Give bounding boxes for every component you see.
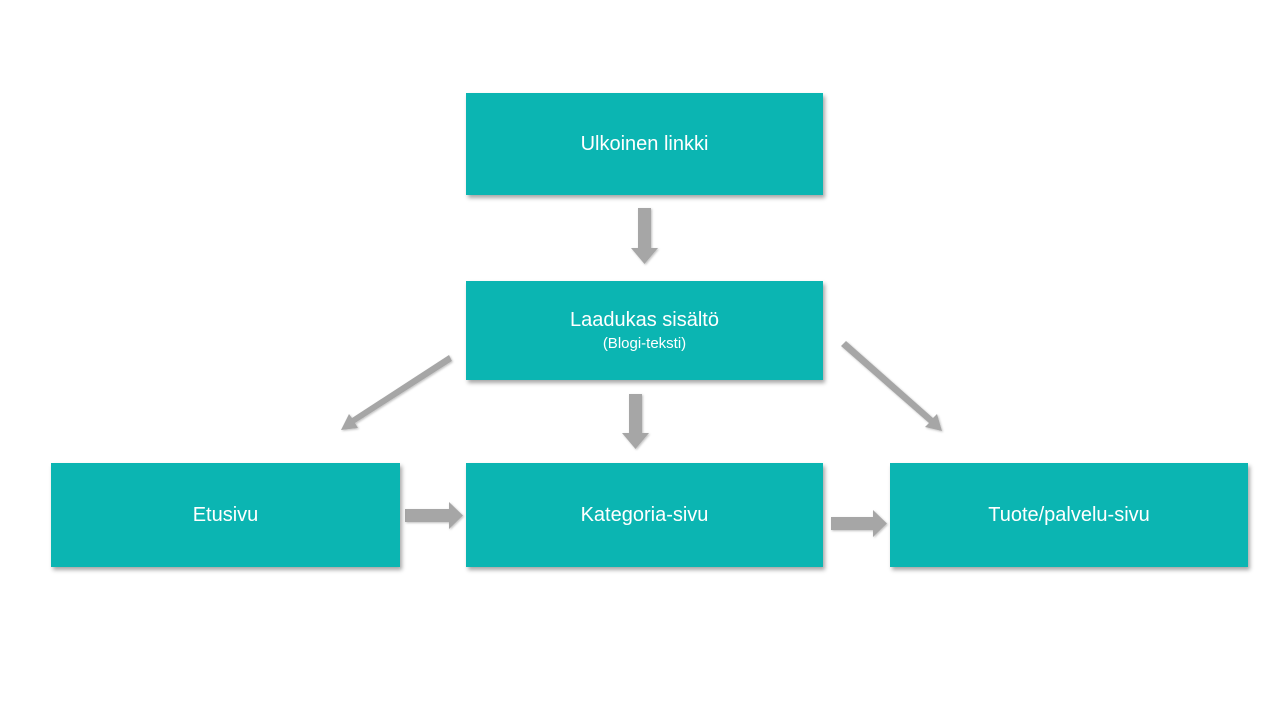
node-sublabel: (Blogi-teksti) [602,334,687,352]
arrow-ulkoinen-to-laadukas [631,208,658,264]
node-label: Kategoria-sivu [580,504,709,526]
arrow-etusivu-to-kategoria [405,502,463,529]
arrow-kategoria-to-tuote [831,510,887,537]
node-kategoria-sivu: Kategoria-sivu [466,463,823,567]
node-label: Laadukas sisältö [570,308,719,331]
arrow-laadukas-to-tuote [841,341,942,431]
arrow-laadukas-to-kategoria [622,394,649,449]
node-tuote-palvelu-sivu: Tuote/palvelu-sivu [890,463,1248,567]
node-label: Tuote/palvelu-sivu [988,504,1150,526]
node-label: Etusivu [192,504,259,526]
arrow-laadukas-to-etusivu [341,355,452,430]
node-laadukas-sisalto: Laadukas sisältö (Blogi-teksti) [466,281,823,380]
node-label: Ulkoinen linkki [580,133,709,155]
node-etusivu: Etusivu [51,463,400,567]
node-ulkoinen-linkki: Ulkoinen linkki [466,93,823,195]
